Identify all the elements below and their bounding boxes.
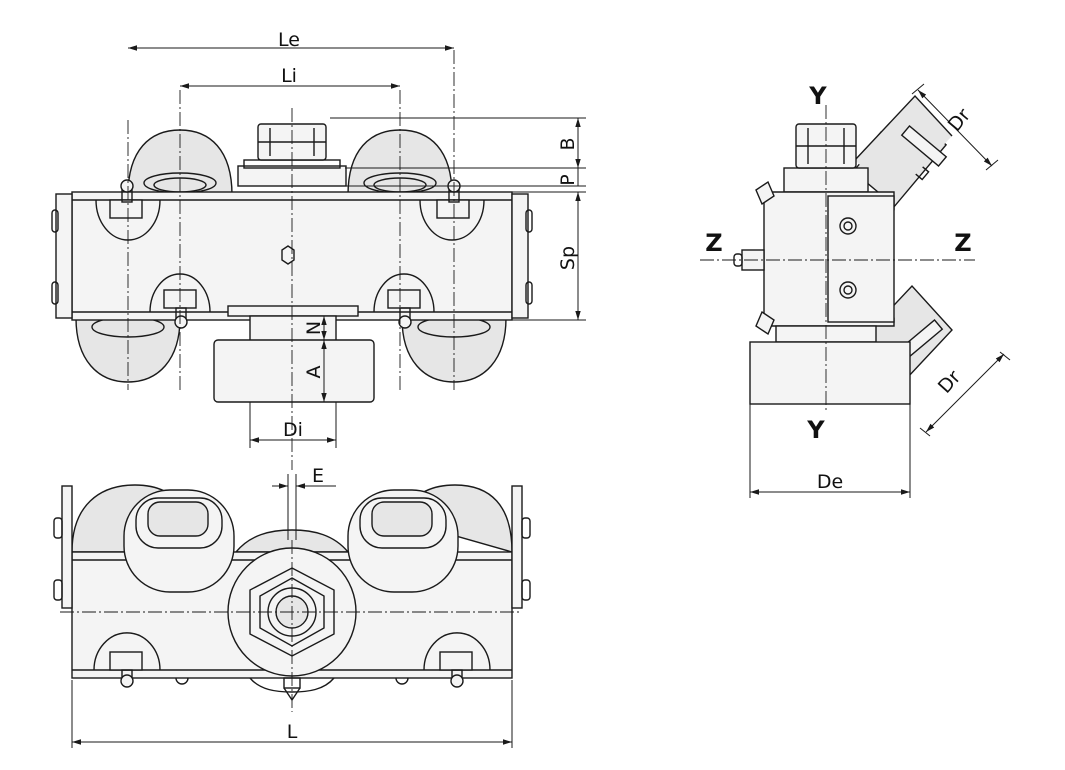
top-centerlines (60, 540, 520, 712)
dim-label-dr-bottom: Dr (934, 366, 965, 398)
stud (109, 179, 143, 219)
front-centerlines (127, 50, 455, 470)
dim-label-dr-top: Dr (944, 104, 975, 135)
side-dimensions (749, 83, 1011, 498)
front-dimensions (128, 45, 586, 448)
bearing (347, 489, 459, 593)
stud (436, 179, 470, 219)
bottom-spindle (213, 339, 375, 403)
dim-label-l: L (287, 721, 298, 743)
dim-label-e: E (312, 465, 324, 487)
stud (387, 289, 421, 329)
dim-label-di: Di (283, 419, 303, 441)
bearing (123, 489, 235, 593)
dim-label-de: De (817, 471, 843, 493)
dim-label-b: B (557, 137, 579, 150)
top-dimensions (71, 474, 513, 748)
side-view (733, 94, 953, 405)
axis-label-y-top: Y (808, 82, 827, 110)
dim-label-le: Le (278, 29, 300, 51)
dim-label-n: N (303, 321, 325, 335)
side-spindle (749, 341, 911, 405)
dim-label-sp: Sp (557, 246, 579, 270)
dim-label-a: A (303, 366, 325, 379)
dim-label-li: Li (281, 65, 297, 87)
side-centerlines (700, 105, 975, 412)
dim-label-p: P (557, 174, 579, 185)
axis-label-z-right: Z (954, 229, 971, 257)
axis-label-z-left: Z (705, 229, 722, 257)
hex-plug (281, 245, 295, 265)
axis-label-y-bottom: Y (806, 416, 825, 444)
